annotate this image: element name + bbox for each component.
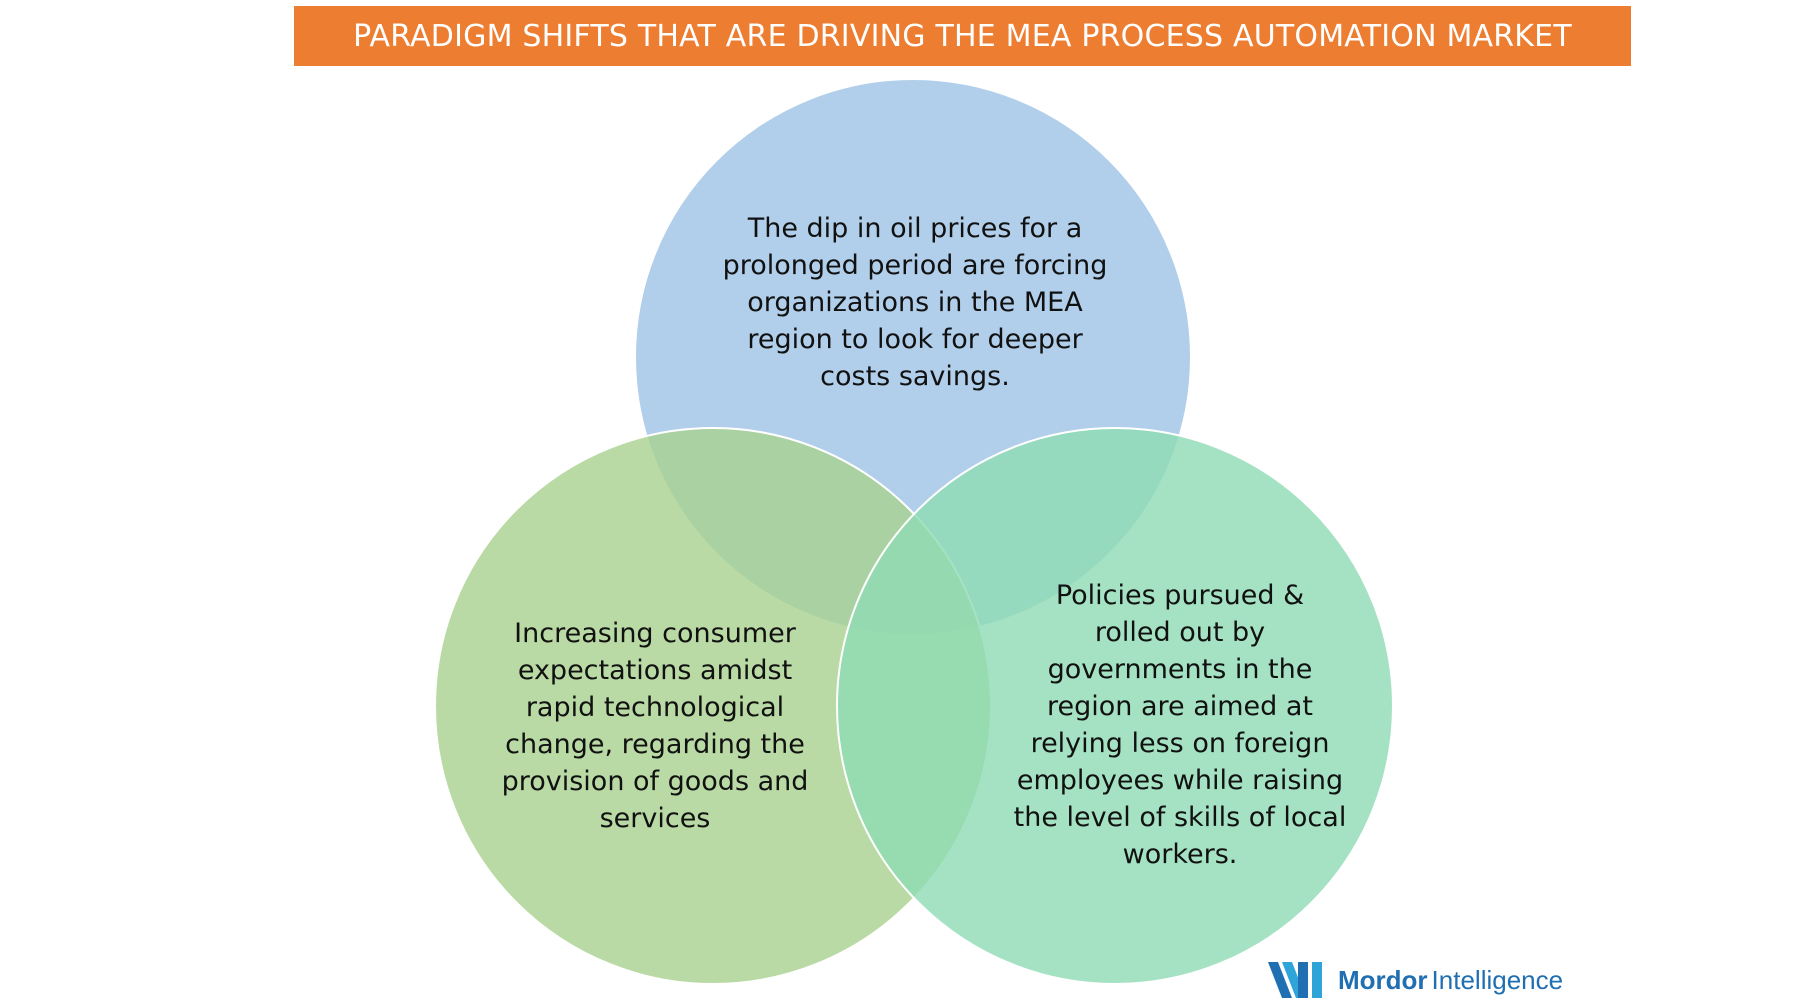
- logo-wordmark-mordor: Mordor: [1338, 964, 1428, 995]
- brand-logo: Mordor Intelligence: [1268, 962, 1563, 998]
- venn-text-right: Policies pursued & rolled out by governm…: [1013, 580, 1347, 870]
- page-title: PARADIGM SHIFTS THAT ARE DRIVING THE MEA…: [294, 6, 1631, 66]
- mordor-intelligence-logo-icon: [1268, 962, 1322, 998]
- venn-text-top: The dip in oil prices for a prolonged pe…: [722, 213, 1108, 392]
- venn-text-left: Increasing consumer expectations amidst …: [501, 618, 809, 834]
- logo-wordmark-intelligence: Intelligence: [1431, 964, 1564, 995]
- venn-circle-right: [836, 427, 1394, 985]
